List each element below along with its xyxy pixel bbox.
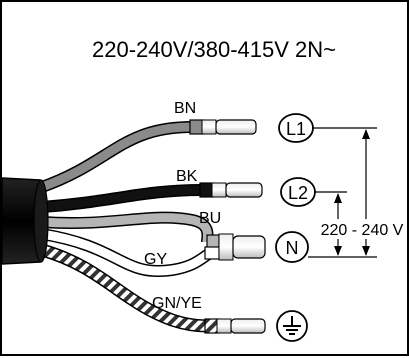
wire-label-bu: BU [199, 210, 221, 227]
voltage-label-bg [318, 219, 406, 239]
cable-end [33, 179, 49, 263]
wire-label-gy: GY [144, 251, 167, 268]
earth-ground-icon [276, 310, 308, 342]
terminal-l2: L2 [280, 177, 316, 207]
supply-title: 220-240V/380-415V 2N~ [92, 37, 336, 62]
terminal-l2-label: L2 [288, 183, 308, 203]
wire-gnye [40, 243, 266, 334]
wire-gy [41, 228, 220, 277]
wire-label-bk: BK [176, 168, 198, 185]
terminal-n-label: N [286, 238, 299, 258]
terminal-l1-label: L1 [286, 119, 306, 139]
n-ferrule [218, 233, 266, 261]
wire-label-bn: BN [174, 100, 196, 117]
wire-label-gnye: GN/YE [152, 295, 202, 312]
voltage-label: 220 - 240 V [321, 222, 404, 239]
terminal-l1: L1 [278, 113, 314, 143]
wire-bn [39, 119, 257, 193]
terminal-n: N [275, 231, 309, 263]
wire-bk [41, 182, 263, 213]
